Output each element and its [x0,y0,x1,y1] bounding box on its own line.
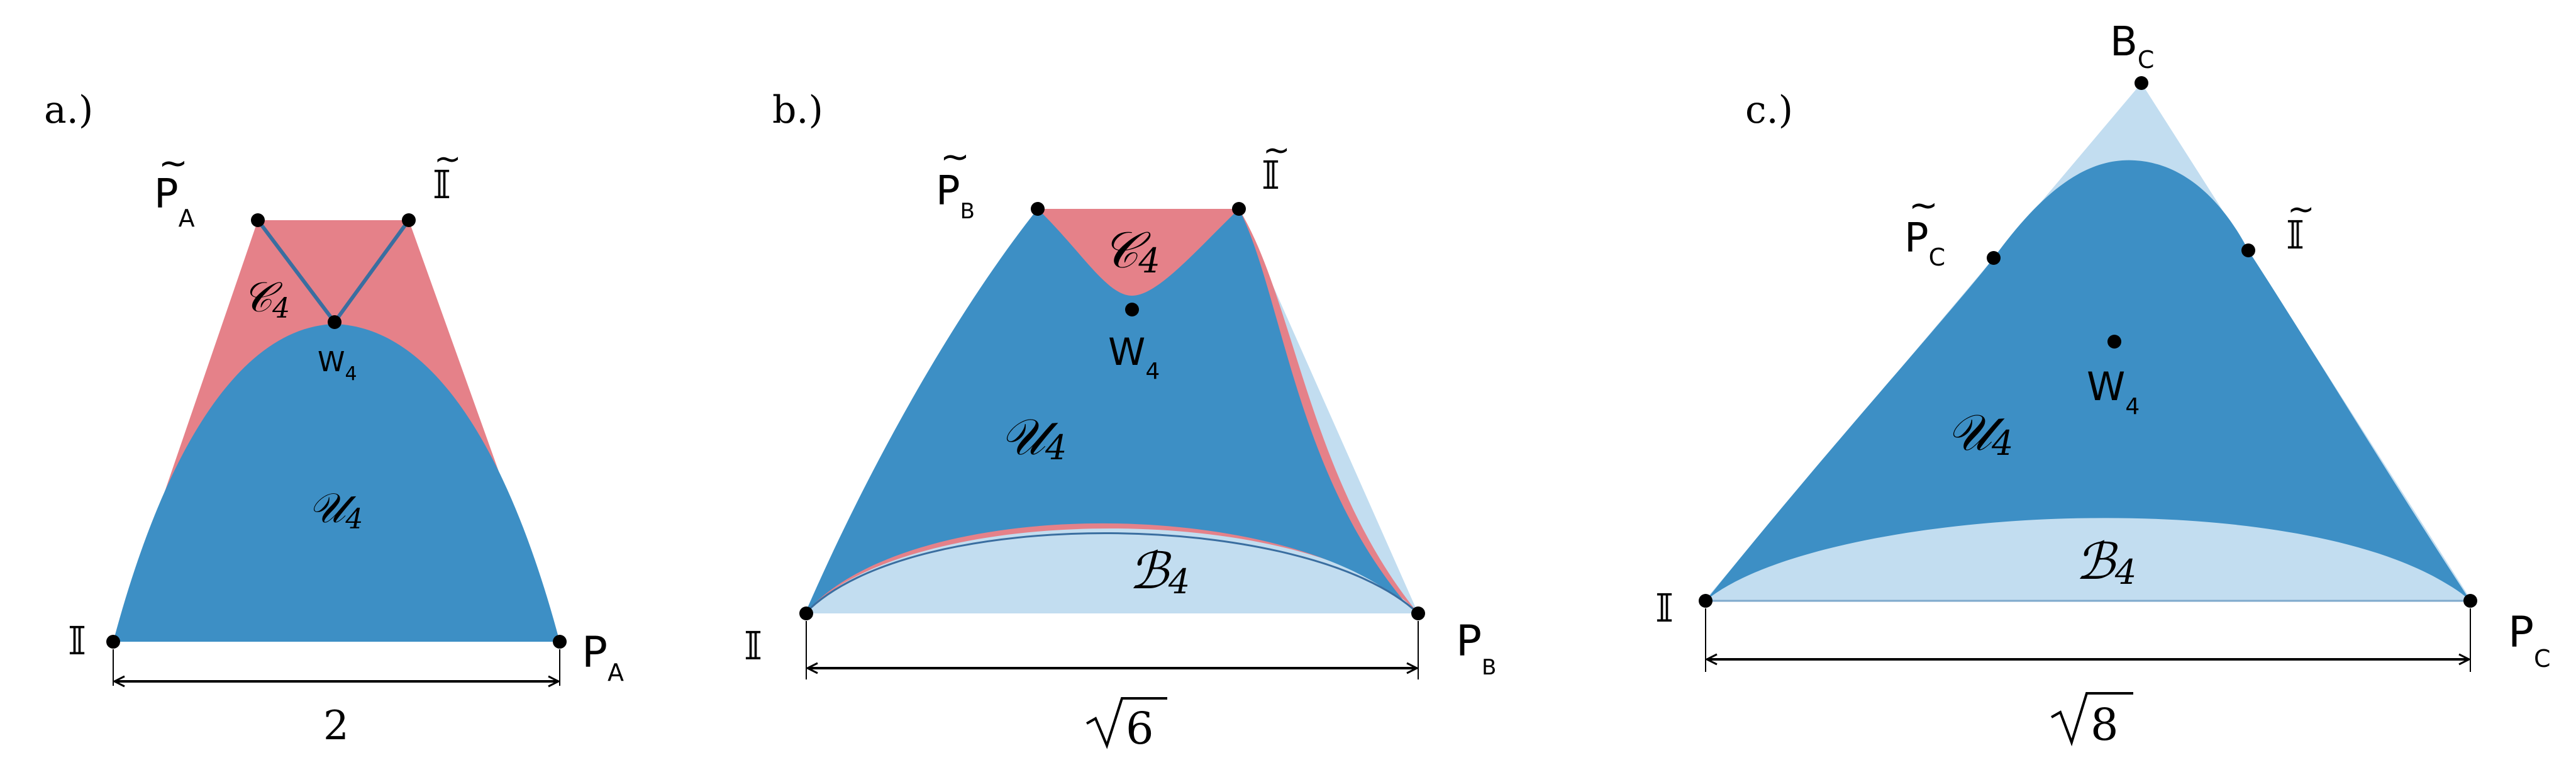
panel-b-tilde-top-right: ~ [1263,131,1291,169]
panel-b-point-bottom-right [1411,606,1425,620]
panel-b-tilde-top-left: ~ [940,137,970,177]
panel-b-b4-region [805,533,1418,613]
panel-a-point-top-right [402,213,416,227]
panel-b-b4-edge [804,532,1419,615]
panel-a-point-bottom-left [106,635,120,649]
panel-b-u4-region [805,209,1412,613]
panel-a-label-top-right: 𝕀 [433,162,451,208]
panel-a-label-top-left: PA [154,171,195,232]
panel-c-label-top: BC [2110,19,2154,74]
panel-b-tag: b.) [772,88,823,132]
panel-a-diag-left [256,219,336,323]
panel-c-sqrt-sign [2051,692,2133,747]
panel-b-width-radicand: 6 [1126,703,1154,754]
panel-c-point-bottom-right [2463,594,2477,608]
panel-b-point-w4 [1125,303,1139,316]
panel-b-label-w4: W4 [1108,330,1160,384]
panel-b-label-bottom-right: PB [1456,617,1496,680]
panel-b-point-bottom-left [799,606,813,620]
panel-c-point-w4 [2107,335,2121,349]
panel-b-label-top-right: 𝕀 [1262,152,1280,198]
panel-a-width-label: 2 [323,703,349,749]
panel-c-label-w4: W4 [2087,364,2140,420]
panel-c: c.) BC PC ~ 𝕀 ~ 𝕀 PC W4 𝒰4 ℬ4 [1655,19,2551,751]
panel-a-label-bottom-left: 𝕀 [68,618,86,664]
panel-b: b.) PB ~ 𝕀 ~ 𝕀 PB W4 𝒞4 𝒰4 ℬ4 [744,88,1496,754]
panel-a-label-c4: 𝒞4 [242,273,290,325]
panel-a-point-top-left [251,213,265,227]
panel-a: a.) PA ~ 𝕀 ~ 𝕀 PA W4 𝒞4 𝒰4 2 [44,88,624,749]
panel-a-tag: a.) [44,88,93,132]
panel-c-width-radicand: 8 [2090,699,2119,751]
panel-b-label-top-left: PB [936,168,975,224]
panel-a-point-w4 [328,315,341,329]
panel-c-point-mid-left [1987,251,2001,265]
panel-a-u4-region [113,324,560,642]
panel-c-label-mid-right: 𝕀 [2286,212,2304,258]
panel-a-label-bottom-right: PA [582,628,624,686]
panel-c-tag: c.) [1745,88,1793,132]
panel-c-point-top [2135,76,2148,90]
panel-c-label-bottom-right: PC [2508,608,2551,673]
panel-c-point-mid-right [2241,243,2255,257]
panel-c-width-label: 8 [2051,692,2133,751]
panel-b-label-u4: 𝒰4 [1000,408,1067,467]
panel-b-point-top-left [1031,202,1045,216]
panel-b-sqrt-sign [1086,697,1167,749]
panel-c-u4-region [1706,160,2470,601]
panel-b-point-top-right [1232,202,1246,216]
panel-a-diag-right [333,219,411,323]
panel-a-tilde-top-left: ~ [158,143,188,184]
panel-c-tilde-mid-right: ~ [2287,191,2315,228]
panel-c-b4-region [1706,527,2470,601]
panel-a-tilde-top-right: ~ [434,140,462,178]
panel-c-label-bottom-left: 𝕀 [1655,585,1674,631]
panel-c-label-b4: ℬ4 [2075,532,2136,592]
panel-a-point-bottom-right [553,635,567,649]
panel-a-label-w4: W4 [318,346,357,385]
panel-b-label-b4: ℬ4 [1129,542,1190,601]
panel-c-tilde-mid-left: ~ [1909,185,1938,226]
panel-c-label-mid-left: PC [1904,215,1945,271]
panel-b-label-bottom-left: 𝕀 [744,623,762,669]
panel-b-width-label: 6 [1086,697,1167,754]
panel-c-point-bottom-left [1699,594,1713,608]
